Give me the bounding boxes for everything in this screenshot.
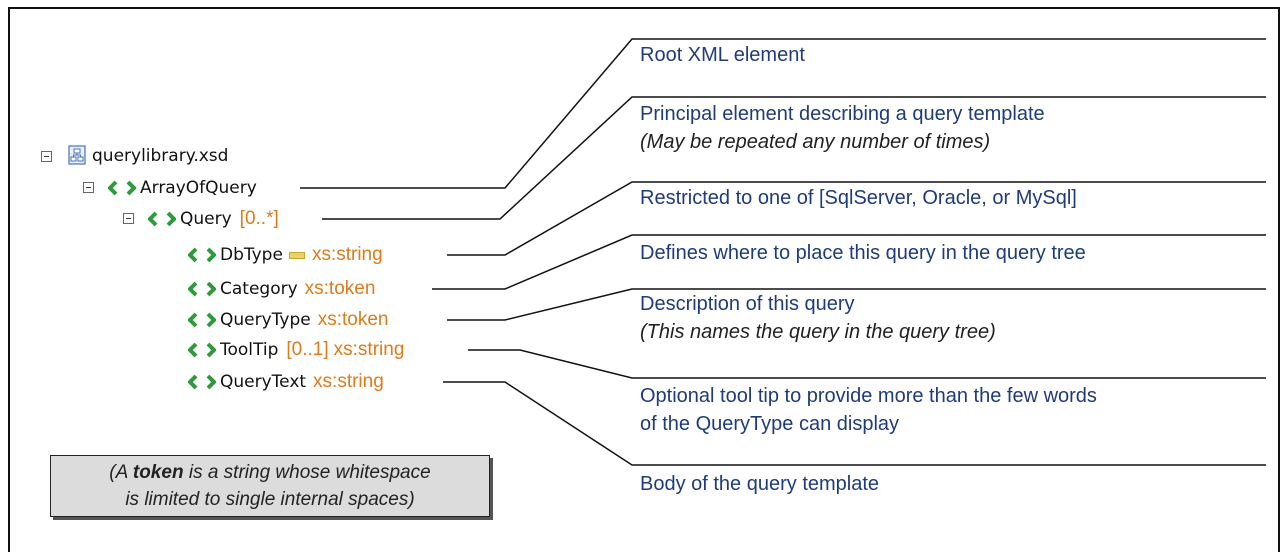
child-name: QueryType bbox=[220, 310, 311, 330]
connector-lines bbox=[300, 38, 1266, 466]
array-element-name: ArrayOfQuery bbox=[140, 178, 257, 198]
note-principal-line2: (May be repeated any number of times) bbox=[640, 131, 991, 153]
element-icon bbox=[188, 247, 216, 263]
child-name: QueryText bbox=[220, 372, 307, 392]
element-icon bbox=[188, 342, 216, 358]
note-category: Defines where to place this query in the… bbox=[640, 239, 1086, 267]
note-principal-line1: Principal element describing a query tem… bbox=[640, 103, 1045, 125]
element-icon bbox=[188, 281, 216, 297]
child-cardinality: [0..1] bbox=[286, 339, 329, 360]
element-icon bbox=[188, 312, 216, 328]
connector-description bbox=[447, 288, 1266, 321]
note-body-text: Body of the query template bbox=[640, 473, 880, 495]
note-description-line1: Description of this query bbox=[640, 293, 855, 315]
connector-root bbox=[300, 38, 1266, 189]
child-type: xs:token bbox=[304, 278, 376, 299]
note-restricted-text: Restricted to one of [SqlServer, Oracle,… bbox=[640, 187, 1077, 209]
tree-node-tooltip[interactable]: ToolTip [0..1] xs:string bbox=[188, 339, 404, 361]
schema-file-icon bbox=[68, 145, 86, 165]
note-tooltip: Optional tool tip to provide more than t… bbox=[640, 382, 1097, 438]
note-principal: Principal element describing a query tem… bbox=[640, 100, 1045, 156]
tree-node-querytext[interactable]: QueryText xs:string bbox=[188, 371, 384, 393]
token-box-prefix: (A bbox=[109, 462, 133, 483]
note-description: Description of this query (This names th… bbox=[640, 290, 996, 346]
note-category-text: Defines where to place this query in the… bbox=[640, 242, 1086, 264]
token-box-line1-rest: is a string whose whitespace bbox=[183, 462, 431, 483]
element-icon bbox=[188, 374, 216, 390]
child-type: xs:string bbox=[311, 244, 383, 265]
note-restricted: Restricted to one of [SqlServer, Oracle,… bbox=[640, 184, 1077, 212]
child-type: xs:string bbox=[313, 371, 384, 392]
tree-node-querytype[interactable]: QueryType xs:token bbox=[188, 309, 388, 331]
connector-restricted bbox=[447, 181, 1266, 256]
connector-body bbox=[443, 381, 1266, 466]
tree-root-label[interactable]: querylibrary.xsd bbox=[92, 145, 228, 167]
note-root-text: Root XML element bbox=[640, 44, 805, 66]
collapse-toggle-query[interactable] bbox=[123, 213, 134, 224]
token-term: token bbox=[132, 462, 184, 483]
tree-node-arrayofquery[interactable]: ArrayOfQuery bbox=[108, 177, 257, 199]
note-tooltip-line1: Optional tool tip to provide more than t… bbox=[640, 385, 1097, 407]
connector-tooltip bbox=[468, 349, 1266, 379]
tree-node-category[interactable]: Category xs:token bbox=[188, 278, 375, 300]
collapse-toggle-root[interactable] bbox=[41, 151, 52, 162]
note-description-line2: (This names the query in the query tree) bbox=[640, 321, 996, 343]
child-type: xs:token bbox=[317, 309, 389, 330]
note-root: Root XML element bbox=[640, 41, 805, 69]
child-name: ToolTip bbox=[220, 340, 279, 360]
diagram-frame bbox=[8, 7, 1280, 552]
tree-node-dbtype[interactable]: DbType xs:string bbox=[188, 244, 383, 266]
child-name: DbType bbox=[220, 245, 283, 265]
root-file-name: querylibrary.xsd bbox=[92, 146, 229, 166]
collapse-toggle-array[interactable] bbox=[83, 182, 94, 193]
element-icon bbox=[108, 180, 136, 196]
token-box-line2: is limited to single internal spaces) bbox=[125, 489, 415, 510]
restriction-icon bbox=[288, 251, 305, 259]
child-name: Category bbox=[220, 279, 298, 299]
note-body: Body of the query template bbox=[640, 470, 879, 498]
query-cardinality: [0..*] bbox=[239, 208, 279, 229]
note-tooltip-line2: of the QueryType can display bbox=[640, 413, 900, 435]
element-icon bbox=[148, 211, 176, 227]
query-element-name: Query bbox=[180, 209, 232, 229]
token-definition-box: (A token is a string whose whitespace is… bbox=[50, 455, 490, 517]
connector-principal bbox=[322, 96, 1266, 220]
child-type: xs:string bbox=[333, 339, 405, 360]
connector-category bbox=[432, 234, 1266, 290]
tree-node-query[interactable]: Query [0..*] bbox=[148, 208, 279, 230]
token-box-line1: (A token is a string whose whitespace bbox=[51, 459, 489, 486]
